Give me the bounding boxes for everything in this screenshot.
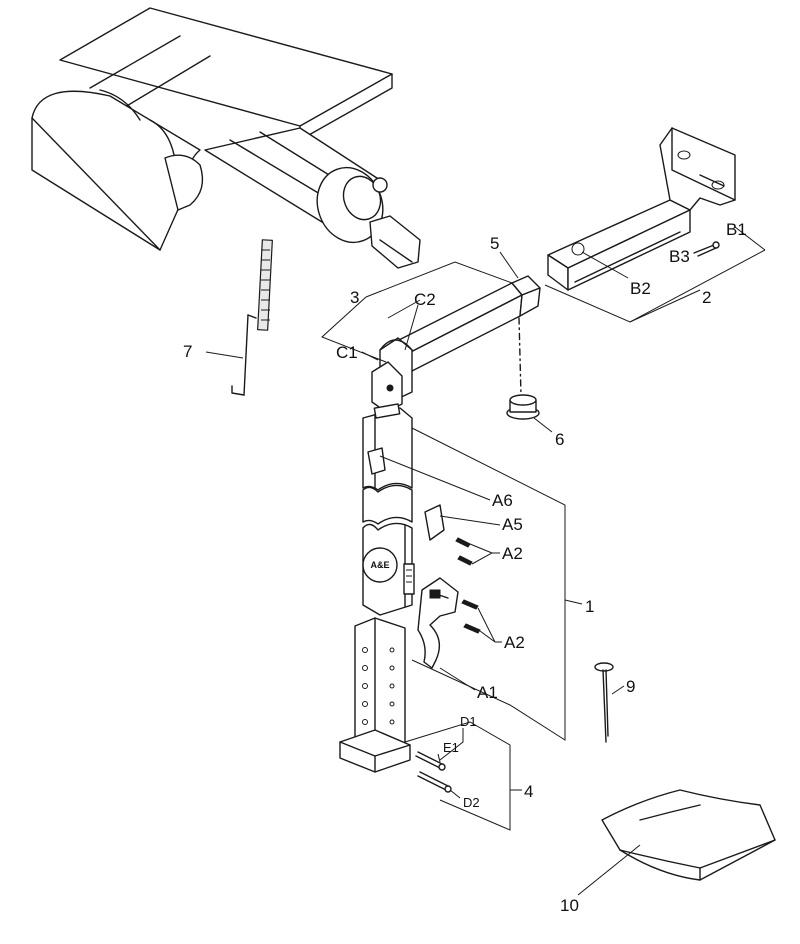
leader-lines	[205, 226, 766, 896]
label-10: 10	[560, 896, 579, 915]
label-2: 2	[702, 288, 711, 307]
parts-d-e-pins	[415, 751, 452, 793]
logo-badge-text: A&E	[370, 560, 389, 570]
label-d2: D2	[463, 795, 480, 810]
part-a2-screws-lower	[461, 599, 481, 634]
part-3-arm	[371, 275, 541, 413]
label-a1: A1	[477, 683, 498, 702]
part-a5-tab	[424, 504, 445, 541]
part-6-foot-pad	[506, 317, 540, 420]
label-a6: A6	[492, 491, 513, 510]
label-e1: E1	[443, 740, 459, 755]
part-a1-lever-handle	[417, 577, 459, 669]
label-c2: C2	[414, 290, 436, 309]
part-2-arm-bracket	[547, 127, 736, 291]
label-4: 4	[524, 782, 533, 801]
label-3: 3	[350, 288, 359, 307]
label-7: 7	[183, 342, 192, 361]
part-b3-pin	[693, 241, 720, 257]
label-b1: B1	[726, 220, 747, 239]
label-d1: D1	[460, 714, 477, 729]
part-10-storage-bag	[601, 789, 776, 881]
label-9: 9	[626, 677, 635, 696]
awning-roll-assembly	[31, 7, 421, 269]
callout-labels: B1 B3 B2 2 5 3 C2 C1 7 6 A6 A5 A2 1 A2 9…	[183, 220, 747, 915]
label-a2-lower: A2	[504, 633, 525, 652]
part-1-outer-leg: A&E	[362, 403, 415, 616]
label-1: 1	[585, 597, 594, 616]
label-b2: B2	[630, 279, 651, 298]
label-b3: B3	[669, 247, 690, 266]
label-6: 6	[555, 430, 564, 449]
part-9-nail	[594, 662, 614, 743]
label-a5: A5	[502, 515, 523, 534]
part-7-pull-rod	[231, 239, 273, 396]
part-a2-screws-upper	[455, 537, 473, 566]
label-a2-upper: A2	[502, 544, 523, 563]
label-5: 5	[490, 234, 499, 253]
label-c1: C1	[336, 343, 358, 362]
part-4-inner-leg	[339, 617, 411, 773]
